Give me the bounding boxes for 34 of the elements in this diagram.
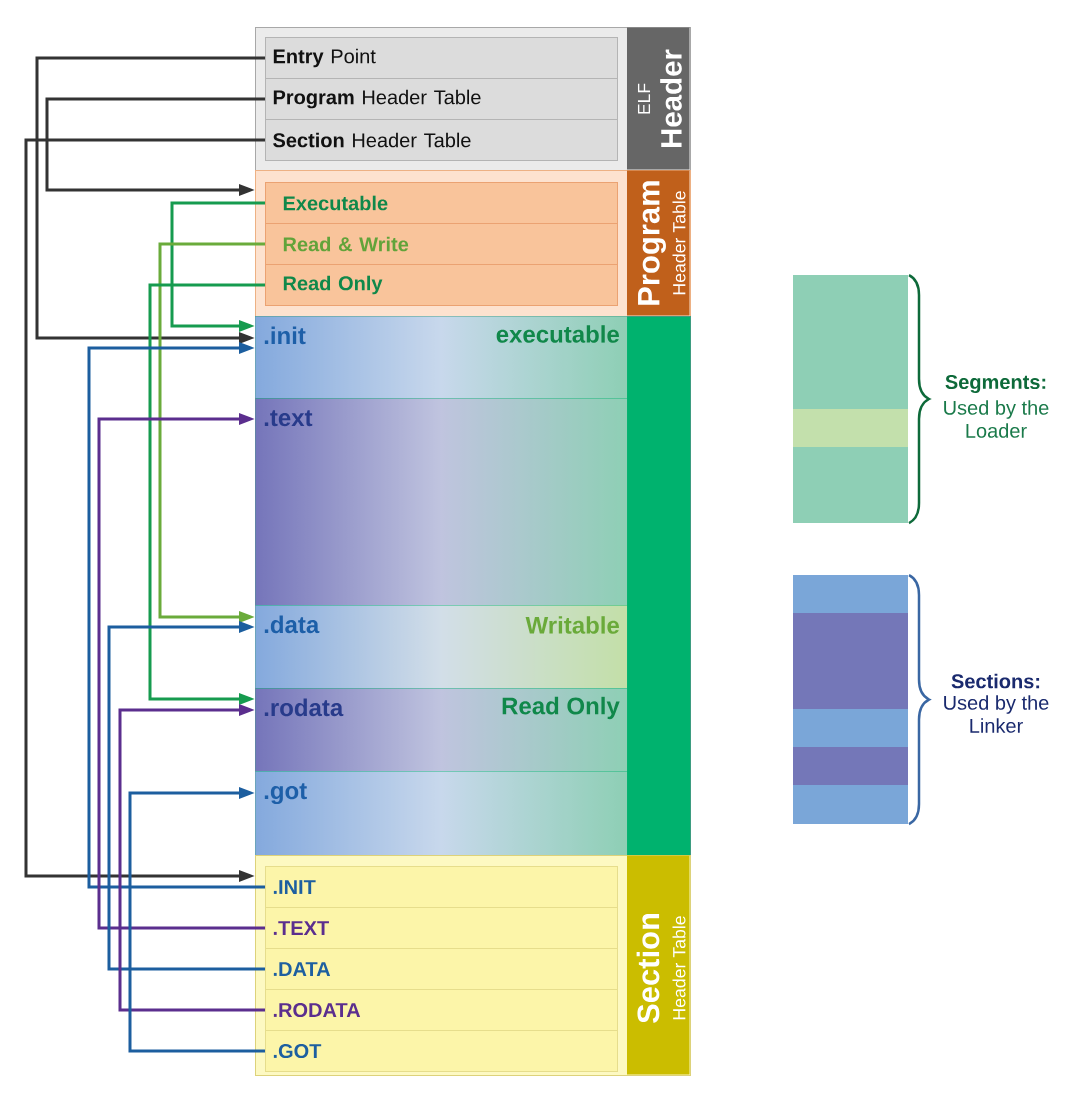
table-row: .TEXT [265,907,618,949]
arrow [128,787,265,1053]
table-row: Entry Point [265,37,618,79]
segment-label: Writable [525,616,619,634]
arrow [87,342,265,889]
segment-label: executable [496,325,619,343]
brace-label: Segments: [945,374,1046,394]
table-row: .GOT [265,1030,618,1072]
section-label: .init [264,326,306,345]
section-label: .text [264,410,313,427]
table-row: Read & Write [265,223,618,265]
arrow [107,621,265,971]
arrow [118,704,265,1012]
table-row: .INIT [265,866,618,908]
brace-label: Sections: [951,673,1040,689]
table-row: Program Header Table [265,78,618,120]
segment-label: Read Only [502,696,620,720]
section-label: .rodata [264,698,344,717]
brace-label: Used by the Loader [944,400,1049,438]
arrow [24,138,265,882]
arrow [158,242,265,623]
arrow [148,283,265,705]
brace-label: Used by the Linker [944,695,1049,733]
arrow [97,413,265,930]
section-label: .got [264,783,307,805]
arrow [45,97,265,196]
section-label: .data [264,615,320,634]
arrow [170,201,265,332]
arrow [35,56,265,344]
table-row: Read Only [265,264,618,306]
table-row: .DATA [265,948,618,990]
table-row: .RODATA [265,989,618,1031]
table-row: Executable [265,182,618,224]
table-row: Section Header Table [265,119,618,161]
